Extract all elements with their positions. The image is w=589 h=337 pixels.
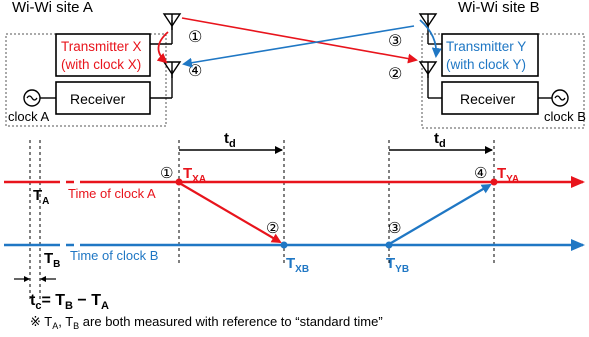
site-b-title: Wi-Wi site B [458, 0, 540, 16]
tyb-label: TYB [386, 255, 409, 275]
step-3-timeline: ③ [388, 220, 401, 237]
loopback-a-arrow [156, 31, 169, 64]
td-label-left: td [224, 130, 236, 150]
step-4-timeline: ④ [474, 165, 487, 182]
receiver-b-label: Receiver [460, 91, 516, 107]
reference-verticals [29, 140, 495, 300]
receiver-a-box [55, 81, 151, 115]
txa-label: TXA [183, 165, 206, 185]
propagation-x-arrow [180, 183, 282, 244]
transmitter-y-box [441, 33, 539, 77]
event-txa-dot [175, 178, 183, 186]
antenna-b-rx-icon [418, 61, 438, 78]
antenna-a-rx-icon [162, 61, 182, 78]
propagation-y-arrow [390, 183, 492, 244]
step-4-top: ④ [188, 63, 202, 80]
step-3-top: ③ [388, 33, 402, 50]
step-1-top: ① [188, 29, 202, 46]
step-2-timeline: ② [266, 220, 279, 237]
td-label-right: td [434, 130, 446, 150]
clock-a-icon [23, 89, 41, 107]
step-2-top: ② [388, 66, 402, 83]
receiver-a-label: Receiver [70, 91, 126, 107]
transmitter-x-box [55, 33, 151, 77]
tc-equation: tc= TB − TA [30, 292, 109, 312]
tya-label: TYA [497, 165, 519, 185]
footnote: ※ TA, TB are both measured with referenc… [30, 314, 383, 331]
event-tyb-dot [385, 241, 393, 249]
antenna-a-tx-icon [162, 13, 182, 30]
event-tya-dot [490, 178, 498, 186]
transmitter-y-sub: (with clock Y) [446, 57, 526, 72]
clock-a-time-label: Time of clock A [68, 186, 156, 201]
link-x-to-b [181, 17, 418, 64]
txb-label: TXB [286, 255, 309, 275]
link-y-to-a [182, 25, 415, 68]
site-a-title: Wi-Wi site A [12, 0, 93, 16]
tb-label: TB [44, 250, 60, 270]
transmitter-x-label: Transmitter X [61, 39, 142, 54]
clock-a-label: clock A [8, 109, 50, 124]
clock-b-label: clock B [544, 109, 586, 124]
transmitter-y-label: Transmitter Y [446, 39, 526, 54]
ta-label: TA [33, 187, 49, 207]
clock-b-time-label: Time of clock B [70, 248, 158, 263]
step-1-timeline: ① [160, 165, 173, 182]
event-txb-dot [280, 241, 288, 249]
loopback-b-arrow [419, 19, 442, 58]
clock-b-icon [551, 89, 569, 107]
transmitter-x-sub: (with clock X) [61, 57, 141, 72]
